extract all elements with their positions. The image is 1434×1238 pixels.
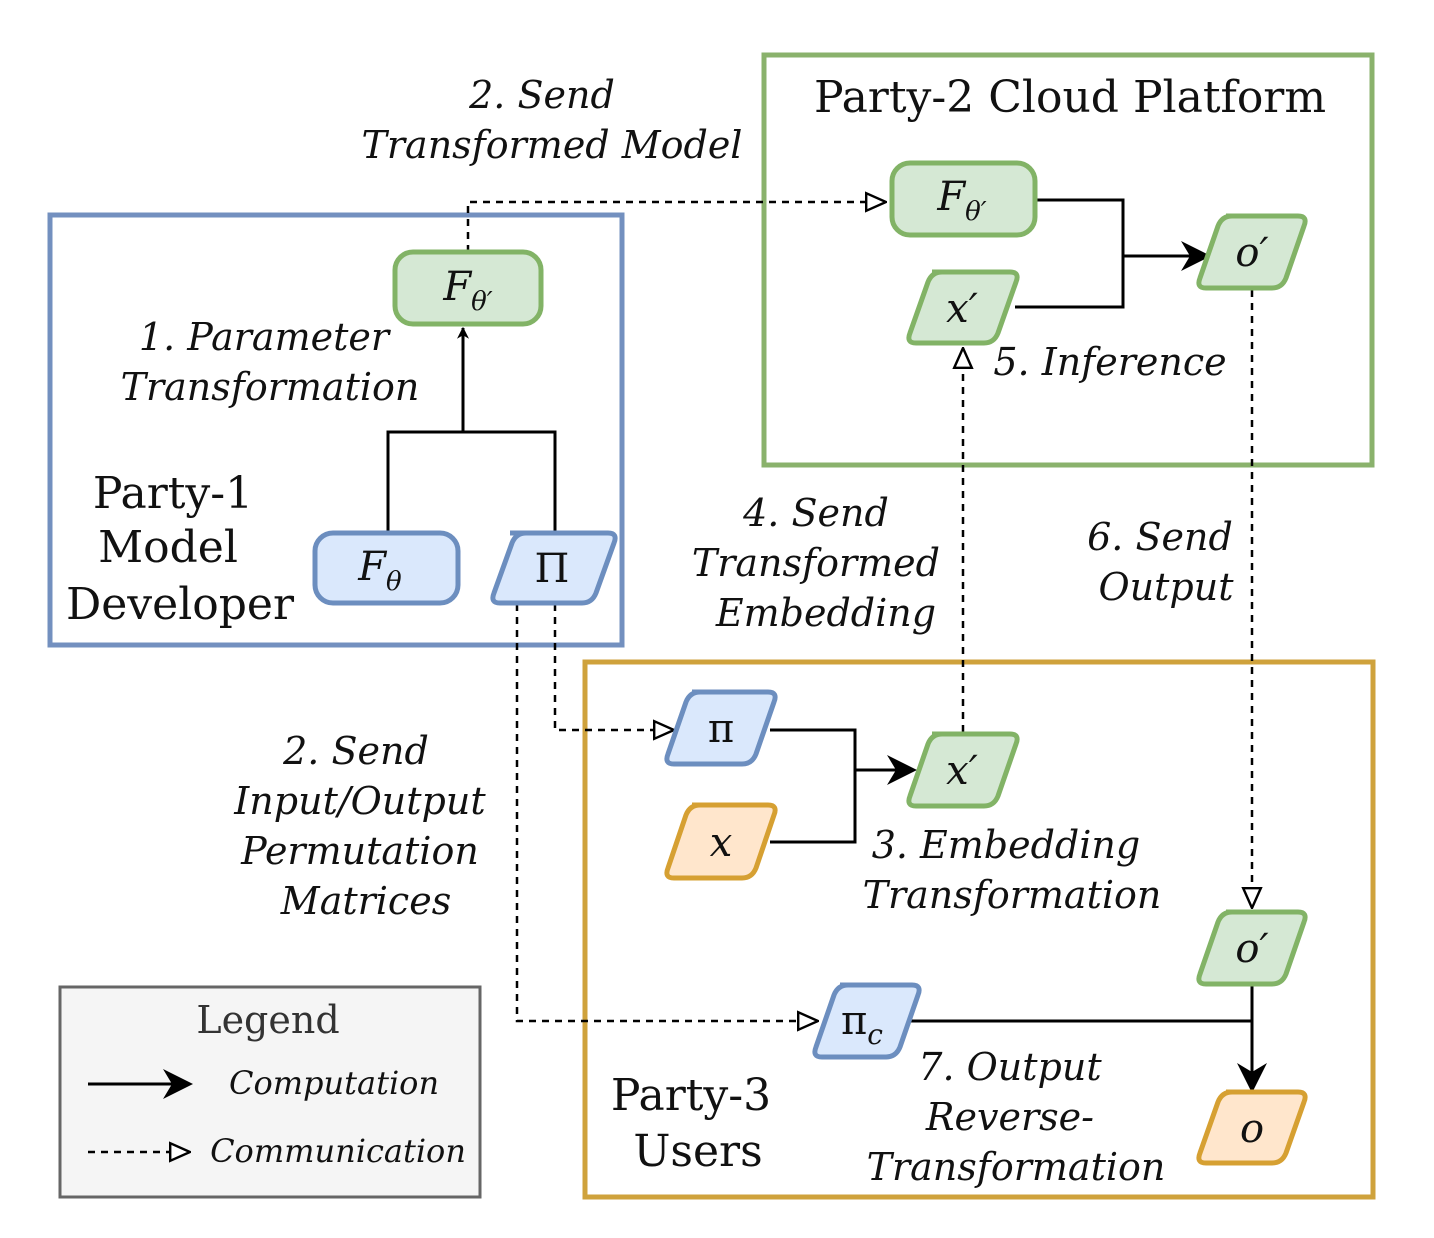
node-label: x xyxy=(710,820,733,866)
step-4-label: 4. Send Transformed Embedding xyxy=(692,491,952,635)
party3-title-line2: Users xyxy=(633,1126,762,1177)
party3-title: Party-3 Users xyxy=(611,1070,785,1177)
connector-ftheta-prime-to-inference xyxy=(1015,198,1125,309)
node-f-theta-prime-party1: Fθ′ xyxy=(392,249,544,327)
step-1-label: 1. Parameter Transformation xyxy=(121,315,420,409)
svg-text:Fθ: Fθ xyxy=(357,544,402,597)
node-pi-matrix-party1: Π xyxy=(490,530,618,606)
step-7-label: 7. Output Reverse- Transformation xyxy=(867,1045,1166,1189)
node-label: π xyxy=(708,706,734,752)
node-o-party3: o xyxy=(1196,1089,1308,1166)
node-label: F xyxy=(357,544,387,590)
node-f-theta-prime-party2: Fθ′ xyxy=(889,160,1038,238)
party1-title-line1: Party-1 xyxy=(93,468,253,519)
node-label: o xyxy=(1240,1106,1264,1152)
node-label: Π xyxy=(535,546,570,592)
party1-container xyxy=(47,212,625,648)
arrow-send-pi xyxy=(553,604,674,730)
party3-title-line1: Party-3 xyxy=(611,1070,771,1121)
arrow-send-pi-c xyxy=(515,604,818,1021)
party1-title: Party-1 Model Developer xyxy=(66,468,295,630)
node-f-theta-party1: Fθ xyxy=(312,530,461,606)
node-label: x′ xyxy=(946,748,978,794)
party3-container xyxy=(582,659,1376,1200)
node-label: o′ xyxy=(1235,230,1268,276)
node-label: π xyxy=(841,998,867,1044)
party2-title: Party-2 Cloud Platform xyxy=(814,72,1326,123)
connector-pi-x-merge xyxy=(770,728,857,844)
legend: Legend Computation Communication xyxy=(58,985,482,1199)
svg-text:Fθ′: Fθ′ xyxy=(442,264,492,317)
node-x-prime-party3: x′ xyxy=(906,731,1020,809)
node-o-prime-party3: o′ xyxy=(1196,909,1308,987)
legend-title: Legend xyxy=(196,998,339,1042)
node-pi-c-party3: πc xyxy=(812,982,922,1060)
arrow-send-transformed-model xyxy=(466,202,886,252)
svg-text:πc: πc xyxy=(841,998,883,1051)
step-3-label: 3. Embedding Transformation xyxy=(863,823,1162,917)
party2-container xyxy=(761,52,1375,468)
node-x-party3: x xyxy=(664,802,778,881)
step-2-model-label: 2. Send Transformed Model xyxy=(362,73,743,167)
node-subscript: θ xyxy=(386,567,402,597)
svg-text:Fθ′: Fθ′ xyxy=(936,174,986,227)
node-label: F xyxy=(442,264,472,310)
node-subscript: c xyxy=(867,1018,883,1051)
node-label: F xyxy=(936,174,966,220)
node-pi-party3: π xyxy=(664,689,778,767)
node-subscript: θ′ xyxy=(965,197,987,227)
legend-communication-label: Communication xyxy=(210,1132,466,1170)
node-subscript: θ′ xyxy=(471,287,493,317)
legend-computation-label: Computation xyxy=(229,1064,439,1102)
step-5-label: 5. Inference xyxy=(993,340,1226,384)
connector-ftheta-to-merge xyxy=(386,430,557,535)
step-6-label: 6. Send Output xyxy=(1087,515,1245,609)
node-o-prime-party2: o′ xyxy=(1196,213,1308,291)
step-2-permutation-label: 2. Send Input/Output Permutation Matrice… xyxy=(233,729,497,923)
party1-title-line3: Developer xyxy=(66,579,295,630)
party1-title-line2: Model xyxy=(98,522,238,573)
node-label: o′ xyxy=(1235,926,1268,972)
node-label: x′ xyxy=(946,286,978,332)
node-x-prime-party2: x′ xyxy=(906,269,1020,346)
